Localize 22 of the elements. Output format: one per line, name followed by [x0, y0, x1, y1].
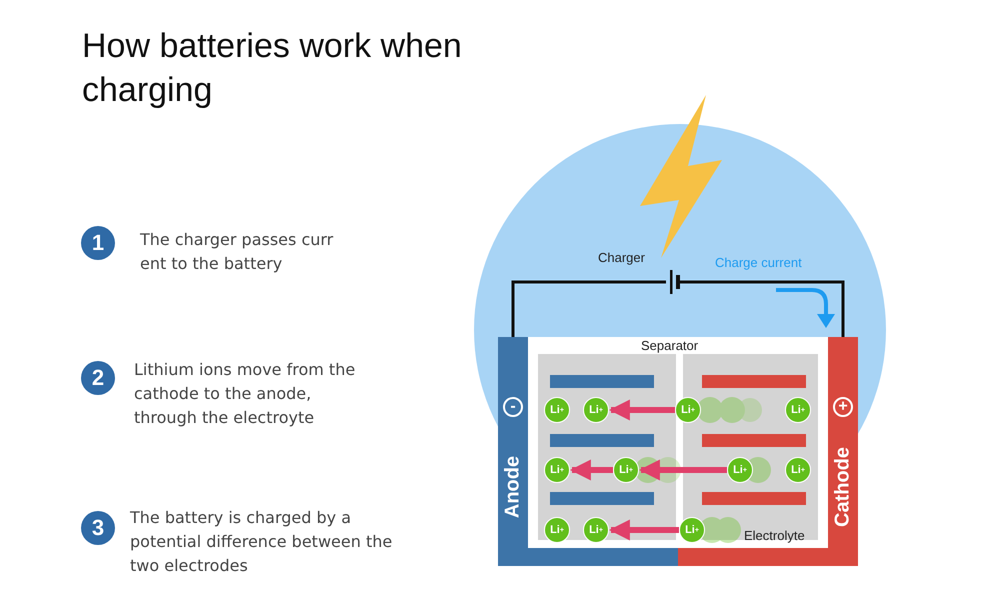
step-number-badge: 2 — [81, 361, 115, 395]
ion-movement-arrow — [608, 400, 675, 420]
electrode-band — [498, 337, 528, 548]
step-text: Lithium ions move from the cathode to the anode, through the electroyte — [134, 359, 356, 429]
circuit-wire — [512, 280, 844, 337]
step-text: The battery is charged by a potential difference between the two electrodes — [130, 507, 394, 577]
current-label: Charge current — [715, 255, 802, 270]
title: How batteries work when charging — [82, 26, 463, 111]
electrode-label: Cathode — [832, 447, 854, 527]
separator-label: Separator — [641, 338, 698, 353]
polarity-sign: + — [833, 397, 853, 417]
step-number-badge: 1 — [81, 226, 115, 260]
electrode-label: Anode — [502, 456, 524, 518]
electrode-band — [828, 337, 858, 548]
ion-movement-arrow — [608, 520, 679, 540]
ion-movement-arrow — [638, 460, 727, 480]
step-number-badge: 3 — [81, 511, 115, 545]
charger-label: Charger — [598, 250, 645, 265]
step-text: The charger passes curr ent to the battery — [140, 229, 334, 275]
polarity-sign: - — [503, 397, 523, 417]
ion-movement-arrow — [570, 460, 613, 480]
electrolyte-label: Electrolyte — [744, 528, 805, 543]
